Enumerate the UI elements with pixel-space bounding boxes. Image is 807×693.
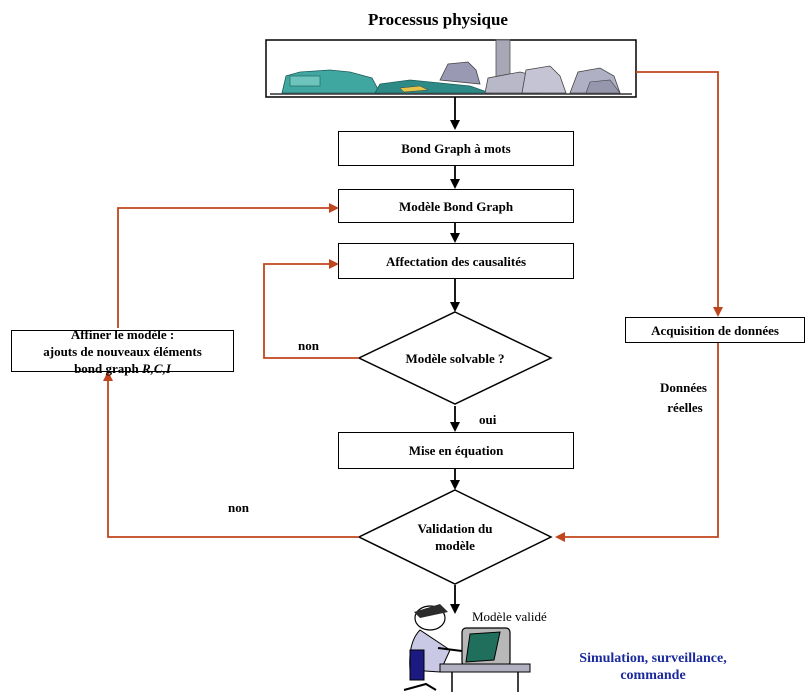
affiner-line2: ajouts de nouveaux éléments [43, 343, 202, 359]
solvable-decision-diamond [357, 311, 553, 405]
validation-decision-label: Validation du modèle [380, 518, 530, 556]
acquisition-donnees-box: Acquisition de données [625, 317, 805, 343]
output-line1: Simulation, surveillance, [579, 651, 727, 666]
output-line2: commande [620, 668, 686, 683]
affectation-causalites-label: Affectation des causalités [385, 253, 527, 269]
oui-label: oui [479, 412, 497, 427]
donnees-line1: Données [660, 380, 707, 395]
affiner-line1: Affiner le modèle : [70, 326, 175, 342]
acquisition-donnees-label: Acquisition de données [651, 322, 779, 338]
affiner-line3: bond graph R,C,I [74, 360, 171, 377]
donnees-reelles-label: Données réelles [660, 378, 707, 418]
operator-at-computer-icon [403, 604, 531, 692]
bond-graph-mots-label: Bond Graph à mots [401, 141, 511, 156]
affiner-modele-box: Affiner le modèle : ajouts de nouveaux é… [11, 327, 234, 376]
non-solvable-label: non [298, 338, 319, 353]
affectation-causalites-box: Affectation des causalités [338, 243, 574, 279]
non-validation-label: non [228, 500, 249, 515]
modele-bond-graph-label: Modèle Bond Graph [398, 198, 514, 214]
bond-graph-mots-box: Bond Graph à mots [338, 131, 574, 166]
affiner-line3-italic: R,C,I [142, 360, 171, 376]
solvable-decision-label: Modèle solvable ? [405, 350, 505, 366]
diagram-title: Processus physique [368, 10, 508, 29]
industrial-plant-icon [265, 39, 637, 98]
output-text: Simulation, surveillance, commande [538, 650, 768, 684]
validation-line2: modèle [435, 538, 475, 553]
validation-decision-diamond [357, 489, 553, 585]
modele-valide-label: Modèle validé [472, 609, 547, 624]
mise-en-equation-box: Mise en équation [338, 432, 574, 469]
donnees-line2: réelles [667, 400, 703, 415]
feedback-arrows [103, 71, 723, 542]
validation-line1: Validation du [417, 521, 493, 536]
affiner-line3-prefix: bond graph [74, 360, 142, 376]
mise-en-equation-label: Mise en équation [408, 443, 504, 458]
modele-bond-graph-box: Modèle Bond Graph [338, 189, 574, 223]
